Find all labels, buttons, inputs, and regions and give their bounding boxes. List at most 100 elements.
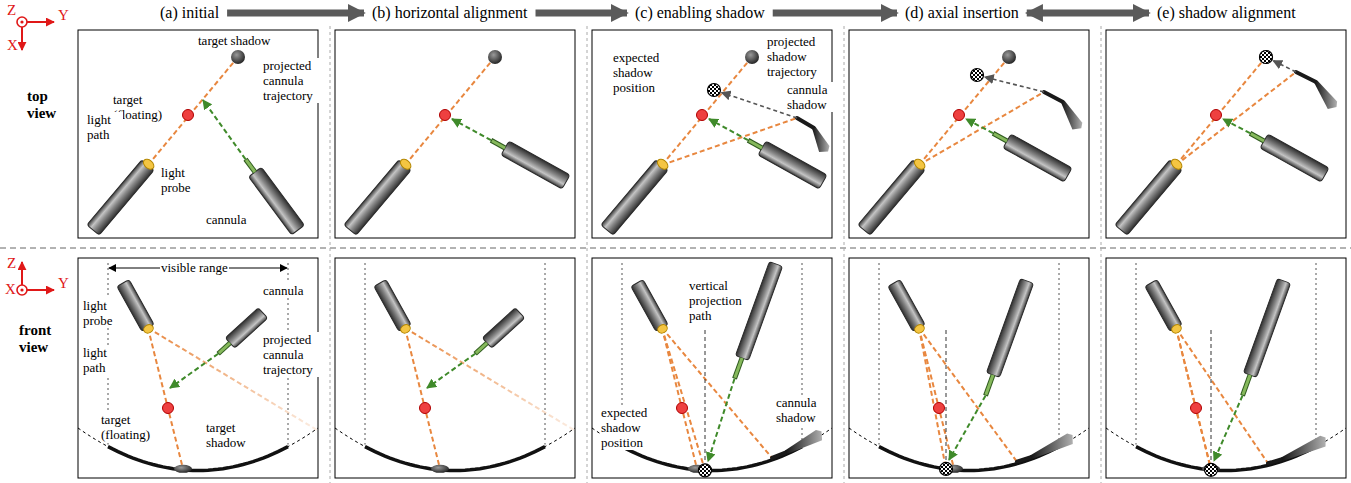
light-probe-body (858, 160, 925, 235)
cannula-shadow-line (1268, 459, 1282, 463)
annotation-label: expected shadow position (600, 405, 657, 450)
projected-cannula-trajectory (452, 119, 491, 140)
stage-arrow (1027, 10, 1149, 17)
axis-label: Y (57, 8, 70, 23)
vertical-projection-path (705, 330, 706, 462)
cannula (239, 154, 304, 234)
cannula-body (1003, 134, 1072, 182)
stage-heading: (a) initial (160, 3, 219, 23)
annotation-label: vertical projection path (688, 278, 746, 323)
probe-light-tip (912, 157, 926, 171)
expected-shadow-marker (699, 464, 712, 477)
cannula-shadow (1061, 101, 1082, 130)
target (420, 403, 431, 414)
projected-shadow-trajectory (985, 77, 1044, 92)
light-path (662, 57, 752, 165)
light-probe-body (1115, 160, 1182, 235)
cannula (989, 126, 1072, 182)
light-path (919, 328, 946, 469)
light-path (662, 328, 705, 470)
heading-text: (e) shadow alignment (1157, 4, 1296, 21)
probe-light-tip (913, 323, 926, 335)
light-probe (374, 280, 414, 336)
cannula-shadow (812, 127, 829, 152)
cannula-needle-outline (475, 343, 487, 354)
visible-floor (365, 447, 545, 471)
projected-cannula-trajectory (427, 354, 475, 388)
axis-arrow (27, 21, 54, 23)
panel-frame (335, 258, 575, 478)
stage-heading: (e) shadow alignment (1157, 3, 1296, 23)
cannula-body (249, 167, 305, 235)
heading-text: (d) axial insertion (905, 4, 1019, 21)
stage-arrow (536, 10, 627, 17)
floor-outline (849, 428, 1089, 471)
top-view-panel (592, 30, 832, 238)
axis-label: X (4, 282, 17, 297)
cannula-body (1243, 279, 1290, 378)
probe-light-tip (399, 323, 412, 335)
cannula (487, 133, 570, 189)
light-probe-body (374, 280, 411, 332)
stage-heading: (b) horizontal alignment (372, 3, 528, 23)
axis-label: Y (57, 276, 70, 291)
axis-out-of-plane (17, 17, 27, 27)
annotation-label: light probe (160, 165, 202, 195)
light-probe (87, 156, 157, 235)
axis-out-of-plane (17, 285, 27, 295)
target-shadow (488, 50, 502, 64)
cannula-needle (492, 141, 505, 148)
projected-cannula-trajectory (709, 119, 748, 140)
expected-shadow-marker (708, 84, 721, 97)
probe-light-tip (141, 157, 155, 171)
cannula-body (986, 279, 1033, 378)
panel-frame (849, 30, 1089, 238)
light-path (919, 57, 1009, 165)
panel-frame (1106, 258, 1346, 478)
target (1191, 403, 1202, 414)
top-view-panel (1106, 30, 1346, 238)
light-path (662, 328, 772, 458)
probe-light-tip (398, 157, 412, 171)
target (954, 110, 965, 121)
cannula-shadow (785, 430, 822, 454)
panel-frame (335, 30, 575, 238)
annotation-label: light path (82, 345, 119, 375)
light-probe (344, 156, 414, 235)
annotation-label: projected cannula trajectory (262, 332, 322, 377)
projected-cannula-trajectory (1214, 396, 1243, 461)
light-probe (601, 156, 671, 235)
projected-shadow-trajectory (1273, 61, 1296, 72)
visible-range-limit (545, 263, 546, 445)
light-path (405, 57, 495, 165)
cannula-needle (994, 134, 1007, 141)
heading-text: (a) initial (160, 4, 219, 21)
heading-text: (b) horizontal alignment (372, 4, 528, 21)
panel-frame (592, 30, 832, 238)
visible-range-limit (1136, 263, 1137, 445)
target-shadow (174, 465, 192, 473)
light-probe (888, 280, 928, 336)
target (697, 110, 708, 121)
target-shadow (231, 50, 245, 64)
annotation-label: projected cannula trajectory (262, 58, 324, 103)
row-separator (0, 248, 1351, 249)
panel-frame (592, 258, 832, 478)
expected-shadow-marker (1205, 463, 1218, 476)
cannula-shadow-line (1296, 72, 1316, 82)
expected-shadow-marker (971, 69, 984, 82)
cannula-shadow-line (772, 452, 786, 458)
annotation-label: visible range (160, 260, 229, 275)
light-probe (1115, 156, 1185, 235)
axis-label: Z (6, 256, 17, 271)
target (183, 110, 194, 121)
projected-cannula-trajectory (203, 100, 245, 159)
light-path (148, 328, 183, 469)
cannula-shadow-line (1017, 457, 1031, 462)
top-view-panel (335, 30, 575, 238)
cannula-body (482, 308, 524, 348)
probe-light-tip (1170, 323, 1183, 335)
vertical-projection-path (946, 330, 947, 461)
